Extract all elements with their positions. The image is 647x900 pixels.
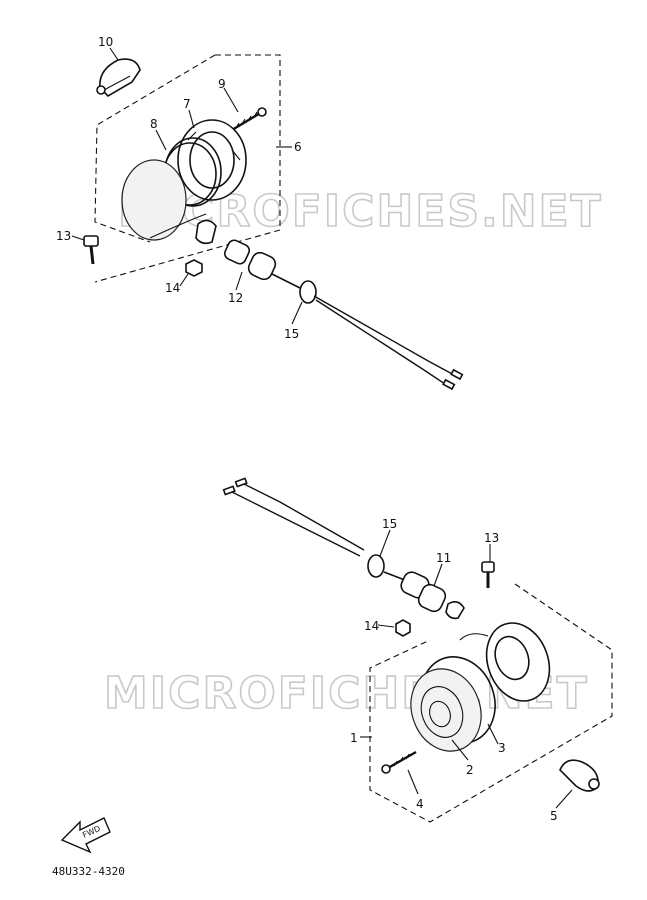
nut-part-14-lower [395,619,411,637]
callout-2: 2 [466,763,474,777]
callout-3: 3 [498,741,506,755]
nut-part-14 [185,259,203,277]
callout-13-upper: 13 [56,229,71,243]
bolt-part-13 [83,235,99,265]
bulb-part-5 [559,759,600,792]
grommet-and-wire-part-15 [271,273,464,391]
callout-15-lower: 15 [382,517,397,531]
bulb-part-10 [96,58,141,98]
callout-15-upper: 15 [284,327,299,341]
callout-8: 8 [150,117,158,131]
callout-4: 4 [416,797,424,811]
callout-14-upper: 14 [165,281,180,295]
diagram-part-code: 48U332-4320 [52,865,125,878]
screw-part-4 [381,750,417,774]
callout-6: 6 [294,140,302,154]
callout-5: 5 [550,809,558,823]
upper-assembly-bracket-left [94,54,216,243]
callout-14-lower: 14 [364,619,379,633]
socket-part-11 [400,571,465,620]
callout-13-lower: 13 [484,531,499,545]
screw-part-9 [231,107,267,132]
upper-turn-signal-assembly: 10 9 7 8 6 13 14 12 15 [56,35,464,391]
socket-part-12 [195,219,277,281]
grommet-part-15-lower [367,554,385,578]
upper-assembly-bracket [94,54,281,283]
callout-1: 1 [350,731,358,745]
bolt-part-13-lower [481,561,495,588]
lamp-housing-part-6 [177,119,247,201]
lower-turn-signal-assembly: 15 11 13 14 1 3 2 4 5 [222,477,613,823]
callout-12: 12 [228,291,243,305]
callout-11: 11 [436,551,451,565]
lower-assembly-bracket [369,583,613,823]
callout-9: 9 [218,77,226,91]
lens-part-8 [121,159,207,241]
callout-7: 7 [183,97,191,111]
watermark-upper: MICROFICHES.NET [118,186,603,237]
lens-part-2 [410,668,482,752]
lamp-housing-lower [459,622,551,702]
callout-10: 10 [98,35,113,49]
lower-wire-and-connectors [222,477,411,583]
fwd-arrow-icon: FWD [60,817,111,854]
